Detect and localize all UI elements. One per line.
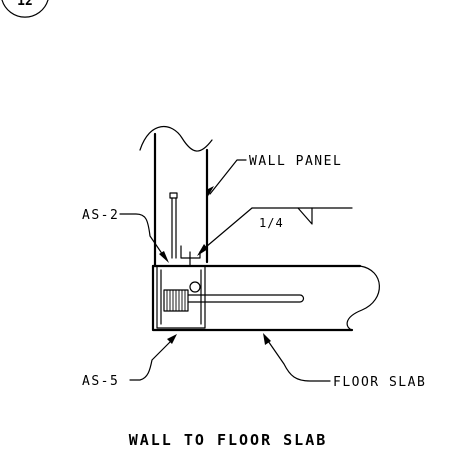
wall-panel-label: WALL PANEL xyxy=(249,154,342,169)
detail-marker-number: 12 xyxy=(17,0,33,9)
as5-callout: AS-5 xyxy=(82,334,177,389)
as5-insert xyxy=(163,281,305,312)
as2-label: AS-2 xyxy=(82,208,119,223)
floor-slab-label: FLOOR SLAB xyxy=(333,375,426,390)
detail-title: WALL TO FLOOR SLAB xyxy=(129,431,328,449)
as2-callout: AS-2 xyxy=(82,208,169,263)
wall-panel-callout: WALL PANEL xyxy=(206,154,342,198)
weld-callout: 1/4 xyxy=(197,207,353,256)
weld-size-label: 1/4 xyxy=(259,216,284,230)
floor-slab xyxy=(151,264,380,332)
as5-label: AS-5 xyxy=(82,374,119,389)
detail-marker: 12 xyxy=(1,0,49,18)
as2-anchor xyxy=(169,192,201,267)
floor-slab-callout: FLOOR SLAB xyxy=(263,333,426,390)
